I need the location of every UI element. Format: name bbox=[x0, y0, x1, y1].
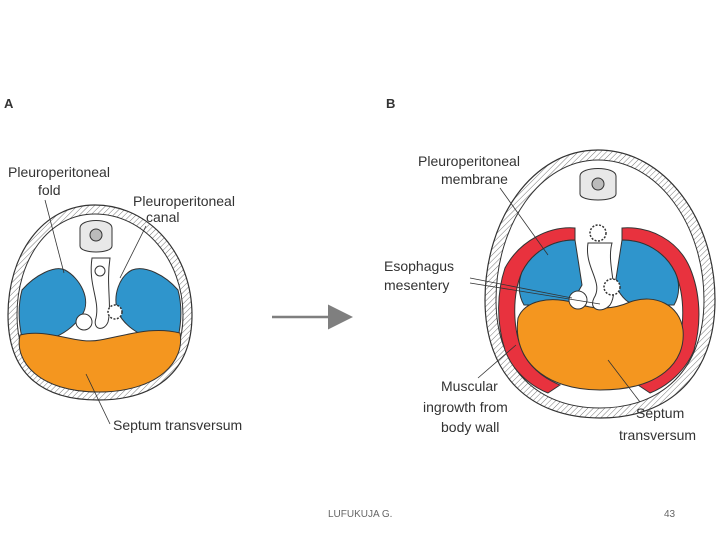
panel-a: A Pleuroperitoneal fold Pleuroperitonea bbox=[4, 96, 242, 433]
cross-section-b bbox=[484, 149, 716, 419]
label-muscular-line2: ingrowth from bbox=[423, 399, 508, 415]
leader-canal bbox=[119, 225, 147, 279]
label-septum-a: Septum transversum bbox=[113, 417, 242, 433]
label-membrane-line1: Pleuroperitoneal bbox=[418, 153, 520, 169]
spinal-cord-b bbox=[591, 177, 605, 191]
mesentery-a bbox=[90, 257, 111, 329]
label-muscular-line3: body wall bbox=[441, 419, 499, 435]
cross-section-a bbox=[7, 204, 193, 401]
leader-membrane bbox=[499, 187, 549, 256]
leader-esophagus bbox=[469, 277, 573, 299]
aorta-a bbox=[94, 265, 106, 277]
panel-b: B Pleuroperitoneal me bbox=[384, 96, 716, 443]
label-fold-line1: Pleuroperitoneal bbox=[8, 164, 110, 180]
leader-fold bbox=[44, 199, 65, 274]
label-esophagus-line2: mesentery bbox=[384, 277, 449, 293]
vein-b bbox=[603, 278, 621, 296]
esophagus-b bbox=[568, 290, 588, 310]
footer-author: LUFUKUJA G. bbox=[328, 509, 393, 520]
label-septum-b-line2: transversum bbox=[619, 427, 696, 443]
leader-septum-b bbox=[607, 359, 641, 403]
aorta-b bbox=[589, 224, 607, 242]
leader-septum-a bbox=[85, 373, 111, 425]
label-canal-line1: Pleuroperitoneal bbox=[133, 193, 235, 209]
vein-a bbox=[107, 304, 123, 320]
label-muscular-line1: Muscular bbox=[441, 378, 498, 394]
spinal-cord-a bbox=[89, 228, 103, 242]
label-canal-line2: canal bbox=[146, 209, 179, 225]
leader-mesentery bbox=[469, 282, 601, 305]
panel-b-letter: B bbox=[386, 96, 395, 111]
leader-muscular bbox=[477, 344, 517, 379]
label-fold-line2: fold bbox=[38, 182, 61, 198]
esophagus-a bbox=[75, 313, 93, 331]
pleural-cavity-right-b bbox=[614, 239, 680, 306]
label-esophagus-line1: Esophagus bbox=[384, 258, 454, 274]
panel-a-letter: A bbox=[4, 96, 14, 111]
septum-transversum-a bbox=[18, 329, 182, 393]
label-septum-b-line1: Septum bbox=[636, 405, 684, 421]
label-membrane-line2: membrane bbox=[441, 171, 508, 187]
slide-number: 43 bbox=[664, 509, 676, 520]
